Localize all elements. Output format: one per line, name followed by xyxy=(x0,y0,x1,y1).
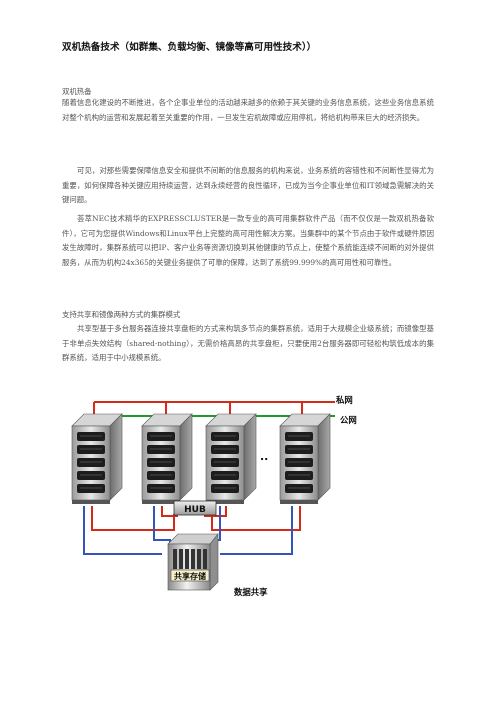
paragraph-expresscluster: 荟萃NEC技术精华的EXPRESSCLUSTER是一款专业的高可用集群软件产品（… xyxy=(62,214,434,267)
storage-label: 共享存储 xyxy=(174,571,206,581)
server-node-3 xyxy=(205,413,257,505)
hub-label: HUB xyxy=(184,505,206,515)
section-heading-cluster-modes: 支持共享和镜像两种方式的集群模式 xyxy=(62,310,181,319)
cluster-diagram-graphic: HUB 共享存储 xyxy=(71,401,335,591)
server-node-1 xyxy=(71,413,123,505)
paragraph-cluster-modes: 共享型基于多台服务器连接共享盘柜的方式来构筑多节点的集群系统，适用于大规模企业级… xyxy=(62,324,434,363)
hub-device: HUB xyxy=(173,500,217,516)
public-network-label: 公网 xyxy=(340,415,357,425)
server-node-4 xyxy=(279,413,331,505)
paragraph-importance: 可见，对那些需要保障信息安全和提供不间断的信息服务的机构来说，业务系统的容错性和… xyxy=(62,166,434,205)
hub-links xyxy=(91,506,301,531)
document-title: 双机热备技术（如群集、负载均衡、镜像等高可用性技术）） xyxy=(62,42,317,53)
private-network-label: 私网 xyxy=(336,395,353,405)
server-node-2 xyxy=(141,413,193,505)
cluster-diagram: HUB 共享存储 私网 公网 .. 数据共享 xyxy=(70,364,370,600)
data-share-label: 数据共享 xyxy=(234,587,268,597)
more-servers-ellipsis: .. xyxy=(260,450,269,463)
paragraph-intro: 随着信息化建设的不断推进，各个企事业单位的活动越来越多的依赖于其关键的业务信息系… xyxy=(62,98,434,122)
section-heading-hot-standby: 双机热备 xyxy=(62,87,92,96)
shared-storage-device: 共享存储 xyxy=(167,533,219,591)
